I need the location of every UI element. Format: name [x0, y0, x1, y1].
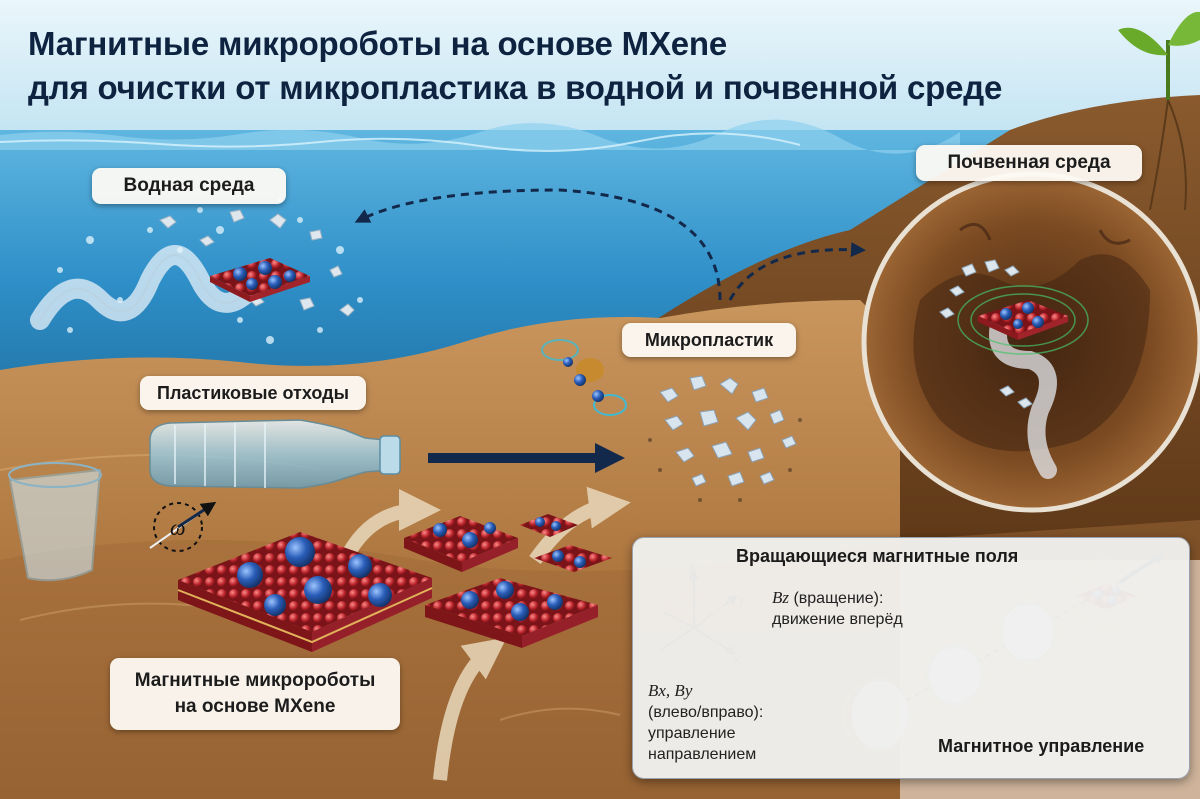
- dashed-arrow-to-soil: [728, 242, 866, 301]
- omega-symbol: ω: [170, 515, 186, 540]
- bxy-text: (влево/вправо):: [648, 704, 764, 721]
- magnetic-field-panel: [632, 537, 1190, 779]
- bxy-symbol: Bx, By: [648, 681, 693, 700]
- label-robots-line-1: Магнитные микророботы: [134, 670, 376, 691]
- microplastic-cluster: [659, 375, 797, 487]
- label-mxene-robots: Магнитные микророботы на основе MXene: [110, 658, 400, 730]
- small-helical-robots: [541, 339, 627, 416]
- water-bubbles: [57, 198, 363, 344]
- label-microplastic: Микропластик: [622, 323, 796, 357]
- plastic-cup: [8, 462, 102, 582]
- bxy-line-3: направлением: [648, 746, 757, 763]
- water-robot: [210, 258, 310, 302]
- label-water-environment: Водная среда: [92, 168, 286, 204]
- panel-title: Вращающиеся магнитные поля: [736, 546, 1019, 566]
- mxene-robot-large: [177, 532, 433, 652]
- bxy-description: Bx, By (влево/вправо): управление направ…: [648, 680, 868, 765]
- label-magnetic-control: Магнитное управление: [938, 736, 1145, 756]
- plastic-bottle: [149, 419, 401, 489]
- bz-text: (вращение):: [789, 590, 884, 607]
- beige-arrow-2: [529, 486, 631, 565]
- mxene-robot-medium-2: [425, 578, 598, 648]
- mxene-robot-small-2: [534, 545, 612, 572]
- beige-arrow-3: [433, 637, 507, 781]
- label-plastic-waste: Пластиковые отходы: [140, 376, 366, 410]
- mxene-robot-medium-1: [404, 516, 518, 572]
- sprout-icon: [1118, 11, 1200, 211]
- label-robots-line-2: на основе MXene: [174, 696, 336, 717]
- dashed-arrow-to-water: [354, 188, 722, 301]
- page-title: Магнитные микророботы на основе MXene дл…: [28, 22, 1128, 110]
- bxy-line-2: управление: [648, 725, 736, 742]
- mxene-robot-small-1: [520, 514, 578, 537]
- bz-symbol: Bz: [772, 588, 789, 607]
- sky: [0, 0, 1200, 150]
- bz-line-2: движение вперёд: [772, 611, 903, 628]
- rotation-omega-icon: ω: [149, 501, 217, 552]
- title-line-2: для очистки от микропластика в водной и …: [28, 69, 1003, 106]
- label-soil-environment: Почвенная среда: [916, 145, 1142, 181]
- title-line-1: Магнитные микророботы на основе MXene: [28, 25, 728, 62]
- soil-inset: [861, 171, 1200, 513]
- bz-description: Bz (вращение): движение вперёд: [772, 587, 903, 630]
